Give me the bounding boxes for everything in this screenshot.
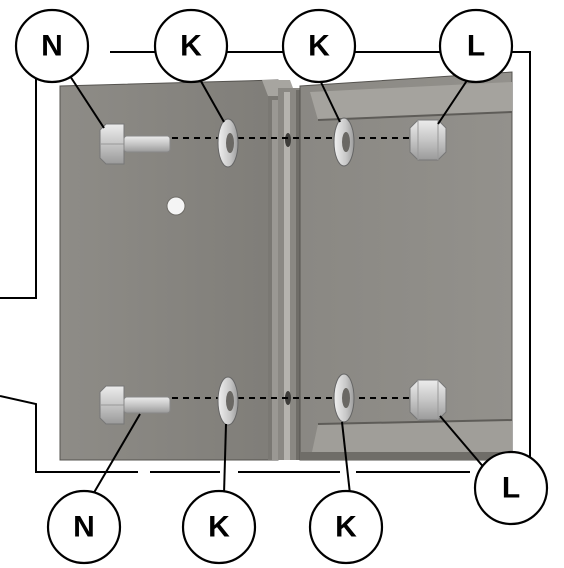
callout-washer-top-right: K [281, 8, 357, 84]
washer-icon-bottom-right [333, 373, 355, 423]
callout-nut-top: L [438, 8, 514, 84]
callout-washer-bottom-right: K [308, 489, 384, 565]
pilot-hole [166, 196, 186, 216]
washer-icon-bottom-left [217, 376, 239, 426]
bolt-icon-top [99, 123, 171, 165]
hex-nut-icon-bottom [409, 379, 447, 421]
callout-bolt-bottom: N [46, 489, 122, 565]
callout-label: N [73, 511, 95, 544]
callout-label: K [180, 30, 202, 63]
callout-washer-bottom-left: K [181, 489, 257, 565]
callout-nut-bottom: L [473, 450, 549, 526]
washer-icon-top-left [217, 118, 239, 168]
callout-washer-top-left: K [153, 8, 229, 84]
washer-icon-top-right [333, 117, 355, 167]
bolt-icon-bottom [99, 385, 171, 425]
callout-label: L [467, 30, 485, 63]
right-panel [299, 71, 513, 461]
alignment-lines [172, 137, 410, 399]
callout-label: N [41, 30, 63, 63]
callout-label: K [308, 30, 330, 63]
callout-bolt-top: N [14, 8, 90, 84]
callout-label: K [208, 511, 230, 544]
callout-label: K [335, 511, 357, 544]
callout-label: L [502, 472, 520, 505]
leader-lines [69, 75, 487, 497]
hex-nut-icon-top [409, 119, 447, 161]
center-seam [278, 88, 302, 460]
